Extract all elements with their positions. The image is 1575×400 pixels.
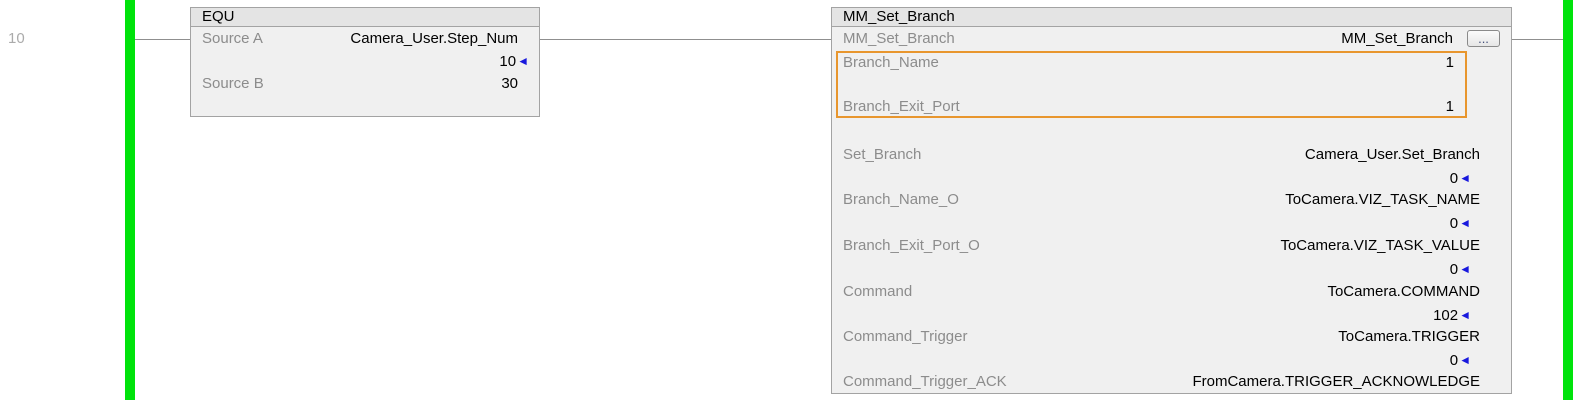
param-tag-branch-name-o[interactable]: ToCamera.VIZ_TASK_NAME bbox=[1285, 191, 1480, 208]
equ-source-a-label: Source A bbox=[202, 30, 263, 47]
param-value-command[interactable]: 102◄ bbox=[1433, 307, 1471, 324]
mm-set-branch-instruction-block[interactable]: MM_Set_Branch MM_Set_Branch MM_Set_Branc… bbox=[831, 7, 1512, 394]
browse-tag-button[interactable]: ... bbox=[1467, 30, 1500, 47]
edit-highlight-box bbox=[836, 51, 1467, 118]
left-power-rail bbox=[125, 0, 135, 400]
param-label-command-trigger-ack: Command_Trigger_ACK bbox=[843, 373, 1007, 390]
param-tag-command-trigger-ack[interactable]: FromCamera.TRIGGER_ACKNOWLEDGE bbox=[1192, 373, 1480, 390]
equ-source-a-value[interactable]: 10◄ bbox=[499, 53, 529, 70]
mm-instance-tag[interactable]: MM_Set_Branch bbox=[1341, 30, 1453, 47]
param-tag-branch-exit-port-o[interactable]: ToCamera.VIZ_TASK_VALUE bbox=[1280, 237, 1480, 254]
equ-source-b-value[interactable]: 30 bbox=[501, 75, 518, 92]
rung-wire-segment bbox=[1512, 39, 1563, 40]
param-label-set-branch: Set_Branch bbox=[843, 146, 922, 163]
param-value-branch-exit-port-o[interactable]: 0◄ bbox=[1449, 261, 1471, 278]
param-label-branch-exit-port: Branch_Exit_Port bbox=[843, 98, 960, 115]
value-change-arrow-icon: ◄ bbox=[517, 54, 529, 68]
value-change-arrow-icon: ◄ bbox=[1459, 171, 1471, 185]
equ-source-a-tag[interactable]: Camera_User.Step_Num bbox=[350, 30, 518, 47]
right-power-rail bbox=[1563, 0, 1573, 400]
rung-wire-segment bbox=[540, 39, 831, 40]
mm-block-title[interactable]: MM_Set_Branch bbox=[832, 8, 1511, 27]
value-change-arrow-icon: ◄ bbox=[1459, 216, 1471, 230]
param-label-command-trigger: Command_Trigger bbox=[843, 328, 968, 345]
param-value-branch-exit-port[interactable]: 1 bbox=[1445, 98, 1454, 115]
param-tag-command[interactable]: ToCamera.COMMAND bbox=[1327, 283, 1480, 300]
value-change-arrow-icon: ◄ bbox=[1459, 353, 1471, 367]
param-label-command: Command bbox=[843, 283, 913, 300]
value-change-arrow-icon: ◄ bbox=[1459, 262, 1471, 276]
rung-wire-segment bbox=[135, 39, 190, 40]
param-tag-command-trigger[interactable]: ToCamera.TRIGGER bbox=[1338, 328, 1480, 345]
param-tag-set-branch[interactable]: Camera_User.Set_Branch bbox=[1304, 146, 1480, 163]
param-value-command-trigger[interactable]: 0◄ bbox=[1449, 352, 1471, 369]
equ-source-b-label: Source B bbox=[202, 75, 264, 92]
param-value-branch-name[interactable]: 1 bbox=[1445, 54, 1454, 71]
rung-number[interactable]: 10 bbox=[8, 30, 25, 47]
param-value-branch-name-o[interactable]: 0◄ bbox=[1449, 215, 1471, 232]
value-change-arrow-icon: ◄ bbox=[1459, 308, 1471, 322]
param-label-branch-exit-port-o: Branch_Exit_Port_O bbox=[843, 237, 980, 254]
param-label-branch-name: Branch_Name bbox=[843, 54, 939, 71]
param-label-branch-name-o: Branch_Name_O bbox=[843, 191, 959, 208]
mm-instance-label: MM_Set_Branch bbox=[843, 30, 955, 47]
equ-block-title[interactable]: EQU bbox=[191, 8, 539, 27]
param-value-set-branch[interactable]: 0◄ bbox=[1449, 170, 1471, 187]
equ-instruction-block[interactable]: EQU Source A Camera_User.Step_Num 10◄ So… bbox=[190, 7, 540, 117]
